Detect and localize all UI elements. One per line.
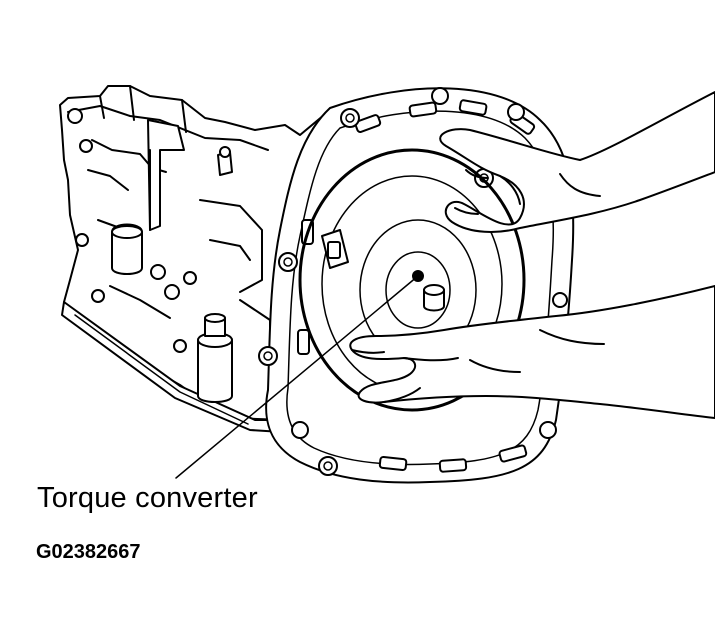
lower-hand bbox=[350, 286, 715, 418]
figure-code: G02382667 bbox=[36, 541, 141, 563]
torque-converter bbox=[176, 150, 524, 478]
torque-converter-label: Torque converter bbox=[37, 482, 258, 514]
upper-hand bbox=[440, 92, 715, 232]
